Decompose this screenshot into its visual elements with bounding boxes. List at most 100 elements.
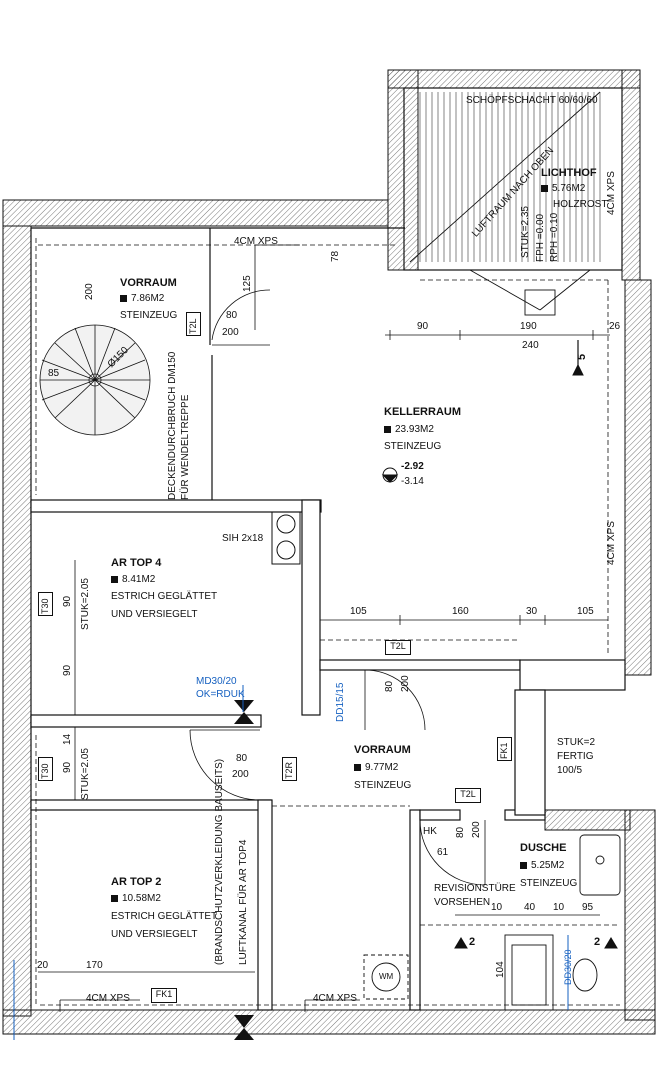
level-bottom: -3.14 [401, 476, 424, 487]
vorraum-top-area: 7.86M2 [120, 293, 164, 304]
dim-105-b: 105 [577, 606, 594, 617]
inner-walls [30, 87, 626, 1011]
ar-top4-area: 8.41M2 [111, 574, 155, 585]
level-top: -2.92 [401, 461, 424, 472]
door-tag-text: T2R [284, 761, 294, 779]
dim-61: 61 [437, 847, 449, 858]
area-marker-icon [541, 185, 548, 192]
dimension-lines [38, 244, 610, 1012]
vorraum-top-name: VORRAUM [120, 277, 177, 289]
door-tag-t30-b: T30 [38, 757, 53, 781]
kellerraum-floor: STEINZEUG [384, 441, 442, 452]
dd15-label: DD15/15 [335, 682, 346, 722]
dim-190: 190 [520, 321, 537, 332]
dim-125: 125 [242, 275, 253, 292]
stuk-ar2: STUK=2.05 [80, 748, 91, 800]
stuk-fertig-1: STUK=2 [557, 737, 596, 748]
rph-label: RPH =0.10 [549, 212, 560, 262]
dim-160: 160 [452, 606, 469, 617]
xps-lichthof: 4CM XPS [606, 171, 617, 215]
section-markers [454, 340, 618, 949]
door-tag-text: FK1 [499, 742, 509, 759]
dim-90-top: 90 [417, 321, 429, 332]
kellerraum-area: 23.93M2 [384, 424, 434, 435]
vorraum-top-area-value: 7.86M2 [131, 293, 165, 304]
lichthof-diagonals [409, 91, 601, 316]
dim-80-d: 80 [455, 826, 466, 838]
dim-30: 30 [526, 606, 538, 617]
dusche-floor: STEINZEUG [520, 878, 578, 889]
sih-chimney [271, 511, 301, 565]
ar-top2-area: 10.58M2 [111, 893, 161, 904]
kellerraum-name: KELLERRAUM [384, 406, 461, 418]
stuk-ar4: STUK=2.05 [80, 578, 91, 630]
stair-85: 85 [48, 368, 60, 379]
door-tag-t2l-b: T2L [385, 640, 411, 655]
door-swings [189, 289, 486, 886]
dim-80-b: 80 [236, 753, 248, 764]
section-2-right: 2 [594, 936, 601, 948]
door-tag-t2r: T2R [282, 757, 297, 781]
dim-40: 40 [524, 902, 536, 913]
dim-200-left: 200 [84, 283, 95, 300]
spiral-stair [39, 324, 151, 436]
blue-lines [13, 685, 569, 1040]
outer-walls [2, 69, 656, 1035]
stuk-lichthof: STUK=2.35 [520, 206, 531, 258]
revision-1: REVISIONSTÜRE [434, 883, 516, 894]
luftkanal-label: LUFTKANAL FÜR AR TOP4 [238, 839, 249, 965]
dim-200-b: 200 [232, 769, 249, 780]
area-marker-icon [111, 576, 118, 583]
dim-14: 14 [62, 733, 73, 745]
lichthof-floor: HOLZROST [553, 199, 608, 210]
door-tag-fk1-a: FK1 [497, 737, 512, 761]
door-tag-t2l-a: T2L [186, 312, 201, 336]
section-5-text: 5 [576, 353, 588, 360]
blue-dd-mark: DD30/20 [563, 949, 573, 985]
dim-200-d: 200 [471, 821, 482, 838]
dim-90-ar4a: 90 [62, 595, 73, 607]
vorraum-mid-name: VORRAUM [354, 744, 411, 756]
bath-fixtures [363, 834, 621, 1011]
brandschutz-label: (BRANDSCHUTZVERKLEIDUNG BAUSEITS) [214, 758, 225, 965]
section-2-left: 2 [469, 936, 476, 948]
dusche-area-value: 5.25M2 [531, 860, 565, 871]
xps-top: 4CM XPS [234, 236, 278, 247]
dim-80-c: 80 [384, 680, 395, 692]
dim-10-a: 10 [491, 902, 503, 913]
ar-top4-floor-2: UND VERSIEGELT [111, 609, 198, 620]
schoepfschacht-label: SCHÖPFSCHACHT 60/60/60 [466, 95, 598, 106]
vorraum-mid-area-value: 9.77M2 [365, 762, 399, 773]
dim-240: 240 [522, 340, 539, 351]
deckendurchbruch-1: DECKENDURCHBRUCH DM150 [167, 351, 178, 500]
door-tag-t30-a: T30 [38, 592, 53, 616]
ar-top4-name: AR TOP 4 [111, 557, 162, 569]
dim-26: 26 [609, 321, 621, 332]
ok-rduk-label: OK=RDUK [196, 689, 245, 700]
fire-damper-marks [234, 700, 254, 1040]
ar-top4-area-value: 8.41M2 [122, 574, 156, 585]
xps-bottom-mid: 4CM XPS [313, 993, 357, 1004]
xps-keller: 4CM XPS [606, 521, 617, 565]
revision-2: VORSEHEN [434, 897, 491, 908]
dim-10-b: 10 [553, 902, 565, 913]
door-tag-text: T2L [188, 318, 198, 334]
dim-95: 95 [582, 902, 594, 913]
md30-label: MD30/20 [196, 676, 237, 687]
deckendurchbruch-2: FÜR WENDELTREPPE [180, 394, 191, 500]
fph-label: FPH =0.00 [535, 213, 546, 262]
area-marker-icon [384, 426, 391, 433]
dim-104: 104 [495, 961, 506, 978]
dusche-name: DUSCHE [520, 842, 567, 854]
ar-top2-floor-2: UND VERSIEGELT [111, 929, 198, 940]
ar-top4-floor-1: ESTRICH GEGLÄTTET [111, 591, 218, 602]
door-tag-t2l-c: T2L [455, 788, 481, 803]
vorraum-top-floor: STEINZEUG [120, 310, 178, 321]
door-tag-text: T30 [40, 598, 50, 614]
ar-top2-floor-1: ESTRICH GEGLÄTTET [111, 911, 218, 922]
ar-top2-name: AR TOP 2 [111, 876, 162, 888]
dim-90-ar2: 90 [62, 761, 73, 773]
wm-label: WM [379, 972, 394, 981]
area-marker-icon [120, 295, 127, 302]
